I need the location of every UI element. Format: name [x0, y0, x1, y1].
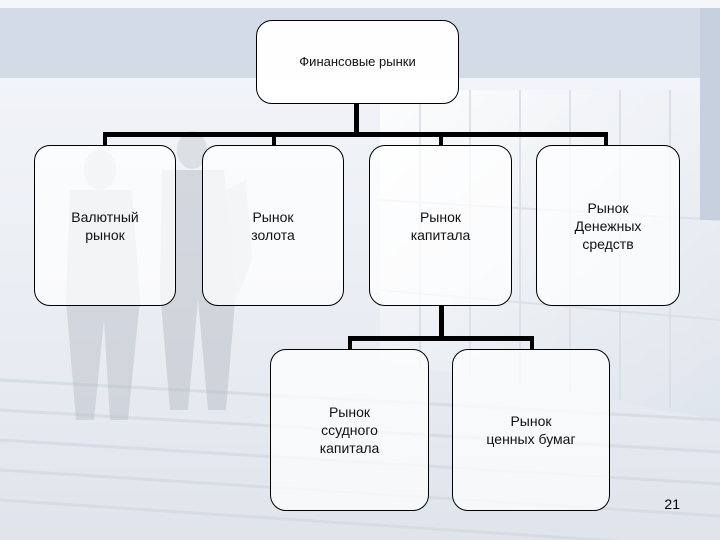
node-loan-capital-market: Рынок ссудного капитала [270, 349, 429, 511]
level2-connector-horizontal [348, 336, 534, 341]
level1-drop-2 [272, 132, 276, 146]
level1-drop-3 [439, 132, 443, 146]
side-band [700, 8, 720, 220]
level1-drop-4 [604, 132, 608, 146]
node-gold-market: Рынок золота [202, 145, 344, 306]
node-currency-market: Валютный рынок [34, 145, 176, 306]
level2-drop-2 [530, 336, 534, 350]
node-securities-market: Рынок ценных бумаг [452, 349, 610, 511]
level1-connector-horizontal [103, 132, 608, 137]
node-financial-markets: Финансовые рынки [256, 20, 459, 104]
node-money-market: Рынок Денежных средств [536, 145, 680, 306]
level2-drop-1 [348, 336, 352, 350]
capital-connector-vertical [439, 306, 444, 338]
level1-drop-1 [103, 132, 107, 146]
node-capital-market: Рынок капитала [369, 145, 512, 306]
root-connector-vertical [354, 102, 359, 134]
page-number: 21 [664, 496, 680, 512]
